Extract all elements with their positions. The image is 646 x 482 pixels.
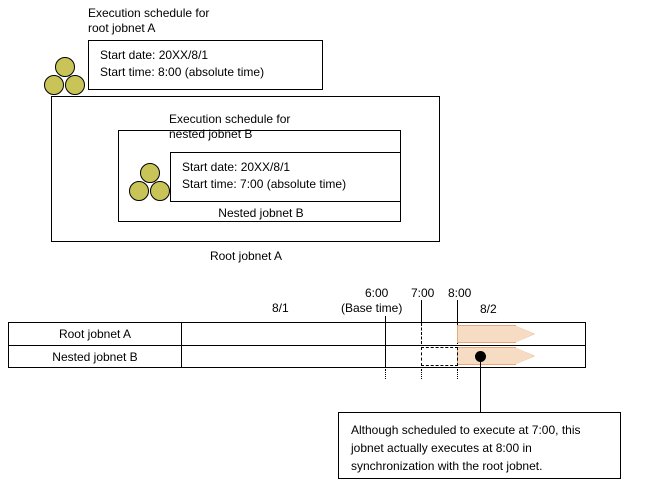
root-schedule-start-date: Start date: 20XX/8/1 [100,48,209,62]
jobnet-icon-circle-left [129,181,149,201]
row-label-nested-jobnet: Nested jobnet B [9,346,182,367]
tick-label-800: 8:00 [448,286,472,300]
tick-label-day2: 8/2 [480,302,497,316]
tick-stub-600 [385,316,386,322]
execution-bar-root-jobnet [457,325,535,343]
row-label-root-jobnet: Root jobnet A [9,323,182,345]
callout-line-2: jobnet actually executes at 8:00 in [351,441,532,455]
tick-label-600: 6:00 [365,286,389,300]
callout-marker-dot [475,351,486,362]
jobnet-icon-nested [129,163,173,203]
jobnet-icon-root [44,57,88,97]
callout-line-3: synchronization with the root jobnet. [351,459,543,473]
tick-stub-700 [421,300,422,322]
root-schedule-start-time: Start time: 8:00 (absolute time) [100,65,265,79]
jobnet-icon-circle-right [150,181,170,201]
execution-bar-nested-jobnet [457,347,535,365]
arrow-head [514,325,534,343]
root-jobnet-box-label: Root jobnet A [209,249,283,263]
nested-schedule-start-date: Start date: 20XX/8/1 [182,160,291,174]
arrow-body [457,325,516,343]
root-schedule-box: Start date: 20XX/8/1 Start time: 8:00 (a… [88,40,323,90]
jobnet-icon-circle-left [44,75,64,95]
callout-leader-line [480,360,481,412]
nested-schedule-caption: Execution schedule for nested jobnet B [169,112,291,141]
table-row: Nested jobnet B [9,345,585,367]
arrow-body [457,347,516,365]
nested-jobnet-box-label: Nested jobnet B [218,206,304,220]
tick-label-700: 7:00 [411,286,435,300]
tick-stub-below-600 [385,369,386,379]
gridline-700-row1 [421,323,422,344]
scheduled-slot-nested-jobnet [421,347,458,366]
nested-schedule-start-time: Start time: 7:00 (absolute time) [182,177,347,191]
tick-stub-below-700 [421,369,422,379]
tick-label-day1: 8/1 [272,301,289,315]
callout-line-1: Although scheduled to execute at 7:00, t… [351,423,581,437]
arrow-head [514,347,534,365]
jobnet-icon-circle-top [55,57,75,77]
jobnet-icon-circle-right [65,75,85,95]
tick-label-base-time: (Base time) [341,301,403,315]
root-schedule-caption: Execution schedule for root jobnet A [88,6,210,35]
tick-stub-below-800 [457,369,458,379]
jobnet-icon-circle-top [140,163,160,183]
callout-box: Although scheduled to execute at 7:00, t… [338,412,621,479]
nested-schedule-box: Start date: 20XX/8/1 Start time: 7:00 (a… [170,152,401,202]
gridline-600 [385,322,386,368]
table-row: Root jobnet A [9,323,585,345]
tick-stub-800 [457,300,458,322]
